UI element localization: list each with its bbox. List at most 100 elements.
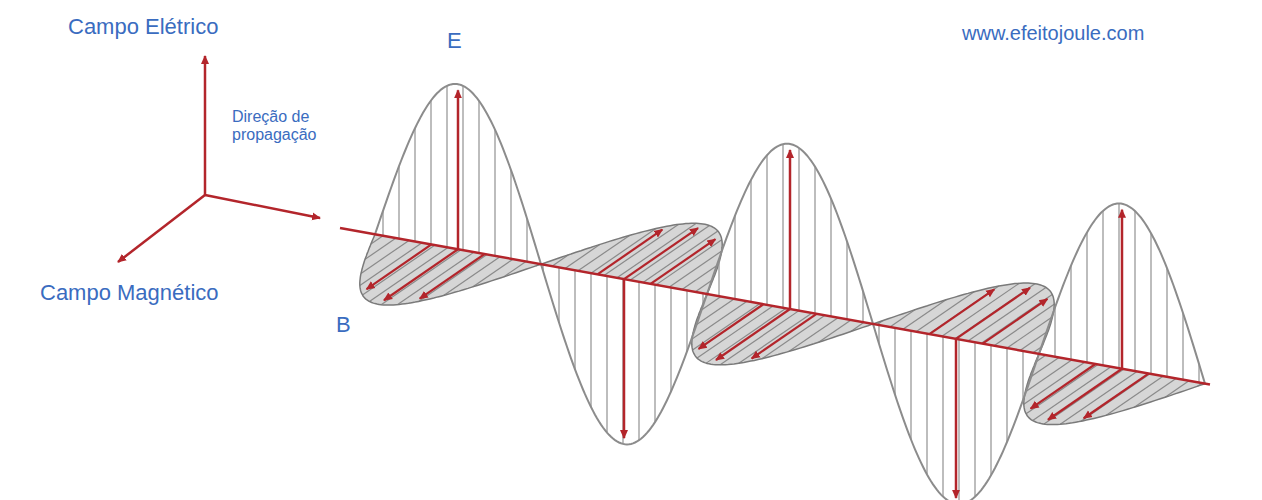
hatch-line bbox=[669, 251, 722, 287]
field-line bbox=[574, 270, 575, 369]
e-vector bbox=[1121, 210, 1124, 369]
axis-label: Campo Elétrico bbox=[68, 14, 218, 39]
field-line bbox=[478, 101, 479, 253]
b-vector bbox=[384, 249, 458, 300]
field-line bbox=[558, 267, 559, 322]
axis-label: Campo Magnético bbox=[40, 280, 219, 305]
b-vector bbox=[699, 304, 764, 349]
b-vector bbox=[716, 309, 790, 360]
field-line bbox=[846, 241, 847, 319]
field-line bbox=[1134, 211, 1135, 371]
field-line bbox=[1182, 313, 1183, 380]
field-line bbox=[686, 290, 687, 351]
field-line bbox=[1118, 203, 1119, 368]
hatch-line bbox=[591, 229, 656, 274]
field-line bbox=[1166, 268, 1167, 377]
e-vector bbox=[457, 90, 460, 249]
hatch-line bbox=[968, 287, 1046, 341]
field-label: E bbox=[447, 28, 462, 53]
field-line bbox=[430, 100, 431, 244]
e-vector bbox=[955, 339, 958, 498]
e-vector bbox=[789, 150, 792, 309]
field-line bbox=[446, 86, 447, 247]
hatch-line bbox=[1044, 369, 1124, 424]
hatch-line bbox=[552, 255, 569, 266]
field-line bbox=[958, 339, 959, 500]
b-vector bbox=[624, 228, 698, 279]
electric-curve bbox=[375, 84, 1205, 500]
field-line bbox=[638, 282, 639, 440]
field-line bbox=[894, 328, 895, 395]
field-line bbox=[670, 288, 671, 392]
field-line bbox=[830, 199, 831, 317]
field-line bbox=[974, 342, 975, 496]
propagation-axis bbox=[340, 228, 1210, 385]
field-line bbox=[1054, 307, 1055, 356]
field-line bbox=[462, 86, 463, 250]
electric-wave bbox=[375, 84, 1205, 500]
hatch-line bbox=[617, 223, 696, 278]
field-line bbox=[798, 148, 799, 311]
hatch-line bbox=[473, 259, 513, 287]
hatch-line bbox=[955, 284, 1035, 339]
field-line bbox=[1150, 233, 1151, 374]
hatch-line bbox=[578, 235, 630, 270]
field-line bbox=[750, 180, 751, 302]
hatch-line bbox=[1033, 367, 1111, 421]
field-line bbox=[814, 167, 815, 314]
field-line bbox=[926, 334, 927, 475]
field-line bbox=[782, 144, 783, 308]
b-vector bbox=[597, 230, 662, 275]
field-line bbox=[654, 285, 655, 422]
hatch-line bbox=[819, 320, 851, 342]
field-line bbox=[942, 337, 943, 497]
watermark: www.efeitojoule.com bbox=[962, 22, 1144, 45]
hatch-line bbox=[565, 244, 600, 268]
hatch-line bbox=[362, 245, 435, 295]
b-vector bbox=[956, 288, 1030, 339]
field-line bbox=[398, 166, 399, 238]
hatch-line bbox=[720, 311, 799, 365]
field-line bbox=[1006, 348, 1007, 442]
field-line bbox=[622, 279, 623, 444]
b-vector bbox=[1031, 364, 1096, 409]
field-vectors bbox=[340, 90, 1210, 498]
hatch-line bbox=[419, 254, 487, 301]
axes-symbol bbox=[118, 56, 320, 262]
hatch-line bbox=[697, 306, 773, 358]
field-line bbox=[590, 273, 591, 407]
field-line bbox=[910, 331, 911, 440]
field-line bbox=[766, 155, 767, 305]
field-line bbox=[990, 345, 991, 475]
field-line bbox=[1086, 232, 1087, 362]
b-vector bbox=[1084, 374, 1149, 419]
b-vector bbox=[1048, 369, 1122, 420]
hatch-line bbox=[504, 261, 526, 276]
field-line bbox=[526, 218, 527, 261]
field-line bbox=[606, 276, 607, 433]
hatch-line bbox=[890, 310, 915, 327]
b-vector bbox=[752, 314, 817, 359]
field-line bbox=[734, 216, 735, 299]
hatch-line bbox=[942, 283, 1019, 336]
hatch-line bbox=[643, 231, 718, 282]
field-line bbox=[414, 128, 415, 241]
hatch-line bbox=[903, 300, 946, 330]
hatch-line bbox=[369, 247, 448, 301]
field-line bbox=[1102, 211, 1103, 365]
axis-label: Direção de propagação bbox=[232, 108, 350, 145]
hatch-line bbox=[693, 304, 760, 350]
field-line bbox=[510, 170, 511, 259]
b-vector bbox=[420, 254, 485, 299]
field-line bbox=[1022, 351, 1023, 400]
b-vector bbox=[929, 289, 994, 334]
hatch-line bbox=[1081, 374, 1150, 421]
b-vector bbox=[367, 244, 432, 289]
hatch-line bbox=[1165, 381, 1189, 397]
e-vector bbox=[623, 279, 626, 438]
hatch-line bbox=[1134, 378, 1176, 407]
hatch-line bbox=[1026, 364, 1098, 413]
b-vector bbox=[651, 239, 716, 284]
field-line bbox=[1070, 266, 1071, 360]
